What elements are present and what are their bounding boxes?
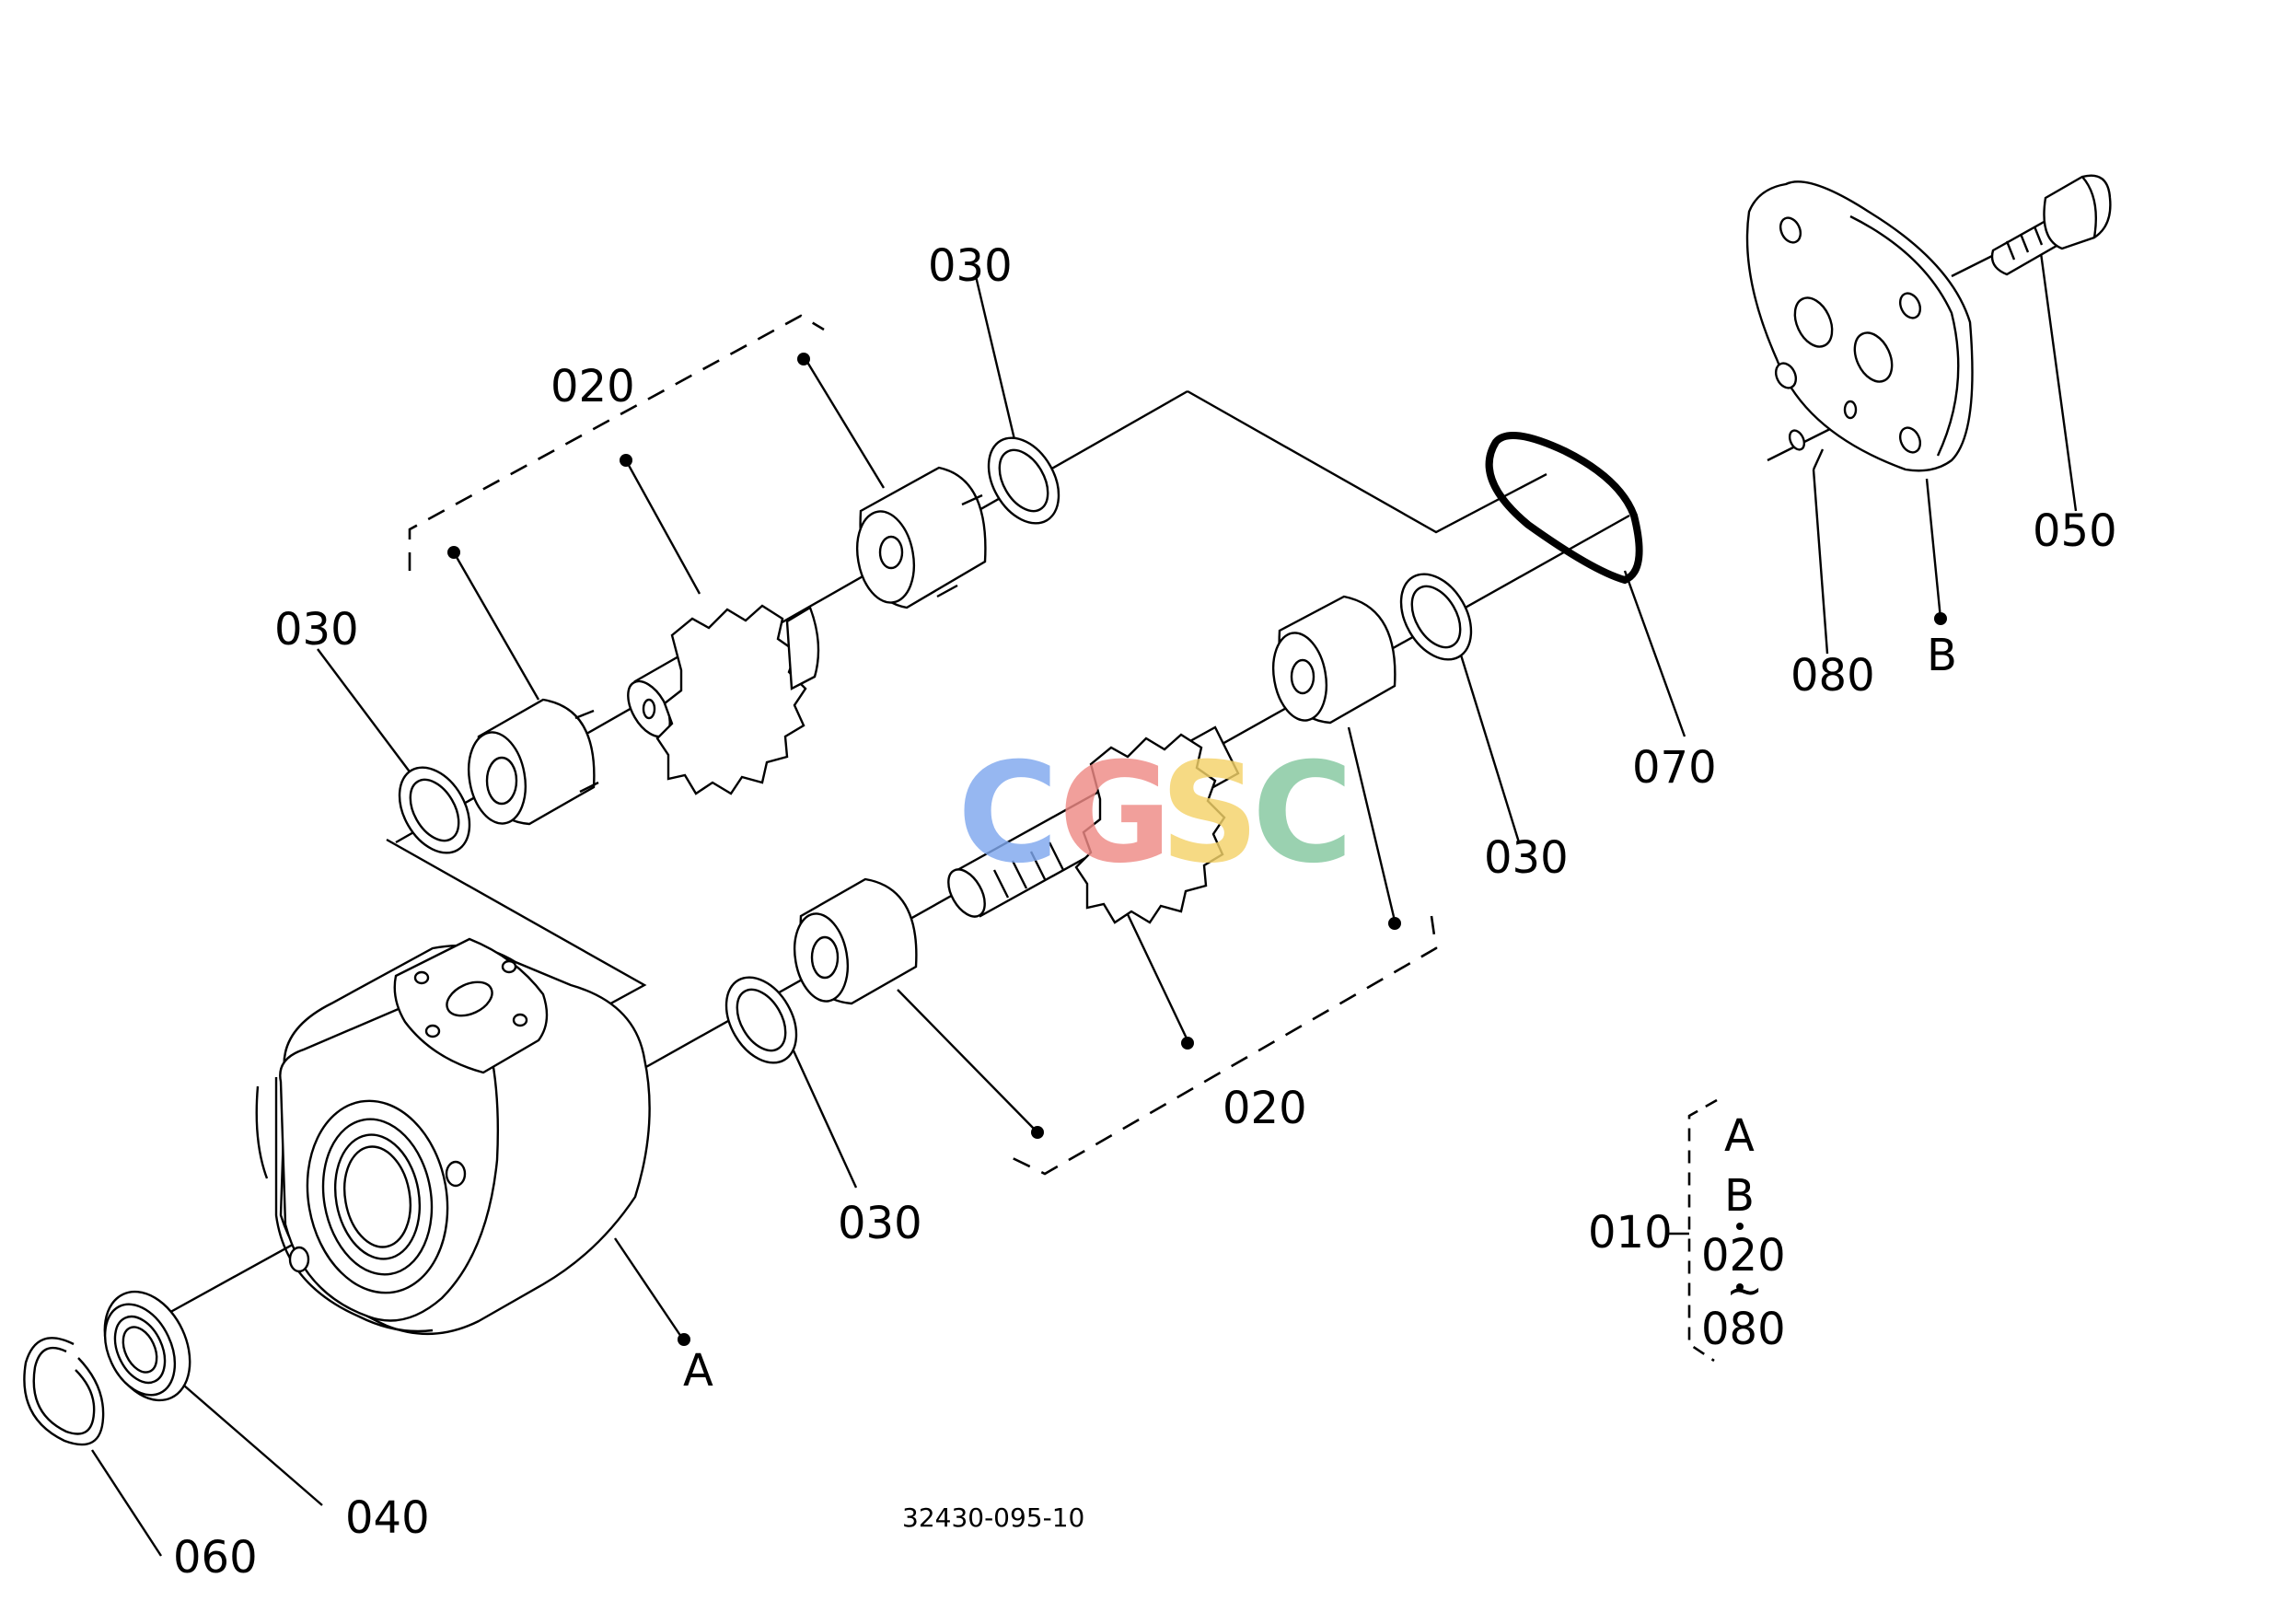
label-040: 040 (345, 1492, 430, 1544)
seal-ring-030-left (398, 766, 471, 854)
leader-lines (90, 238, 2078, 1557)
label-A: A (683, 1345, 713, 1397)
leader-dots (447, 353, 1947, 1346)
label-020-top: 020 (550, 361, 635, 412)
watermark-letter-4: C (1252, 734, 1353, 894)
label-070: 070 (1632, 742, 1717, 794)
label-B: B (1927, 630, 1957, 681)
legend-item-B: B (1724, 1170, 1755, 1222)
label-030-left: 030 (274, 604, 359, 655)
bushing-upper-left (468, 698, 599, 826)
label-030-right: 030 (1484, 832, 1569, 884)
seal-ring-030-top (987, 436, 1060, 525)
bushing-lower-left (793, 877, 918, 1005)
label-060: 060 (173, 1532, 258, 1583)
oil-seal-040 (103, 1290, 191, 1402)
group-brackets (408, 314, 1438, 1176)
seal-ring-030-bottom (724, 976, 798, 1064)
label-050: 050 (2033, 505, 2117, 557)
snap-ring-060 (23, 1337, 105, 1446)
pump-housing-A (255, 937, 651, 1336)
legend-item-tilde: ~ (1726, 1265, 1763, 1317)
legend-item-020: 020 (1701, 1230, 1786, 1282)
o-ring-070 (1485, 431, 1643, 585)
label-030-bottom: 030 (838, 1198, 922, 1249)
watermark-letter-3: S (1160, 734, 1259, 894)
end-cover-B (1745, 180, 1974, 472)
bolt-050 (1990, 174, 2112, 276)
watermark-letter-2: G (1059, 734, 1172, 894)
part-labels: 030 020 030 050 080 B 070 030 020 030 A … (173, 240, 2117, 1583)
gear-shaft-upper (627, 604, 820, 795)
label-080: 080 (1790, 650, 1875, 702)
bushing-upper-right (856, 466, 987, 609)
watermark-logo: C G S C (957, 734, 1353, 894)
drive-shaft-lower (947, 725, 1240, 924)
assembly-legend: 010 A B 020 ~ 080 (1588, 1098, 1786, 1363)
drawing-number: 32430-095-10 (902, 1502, 1084, 1533)
legend-item-A: A (1724, 1110, 1755, 1162)
label-020-bottom: 020 (1223, 1083, 1307, 1134)
bushing-lower-right (1271, 595, 1396, 725)
label-030-top: 030 (928, 240, 1013, 292)
legend-item-080: 080 (1701, 1304, 1786, 1355)
legend-assembly-number: 010 (1588, 1207, 1673, 1259)
watermark-letter-1: C (957, 734, 1059, 894)
seal-ring-030-right (1399, 573, 1473, 661)
